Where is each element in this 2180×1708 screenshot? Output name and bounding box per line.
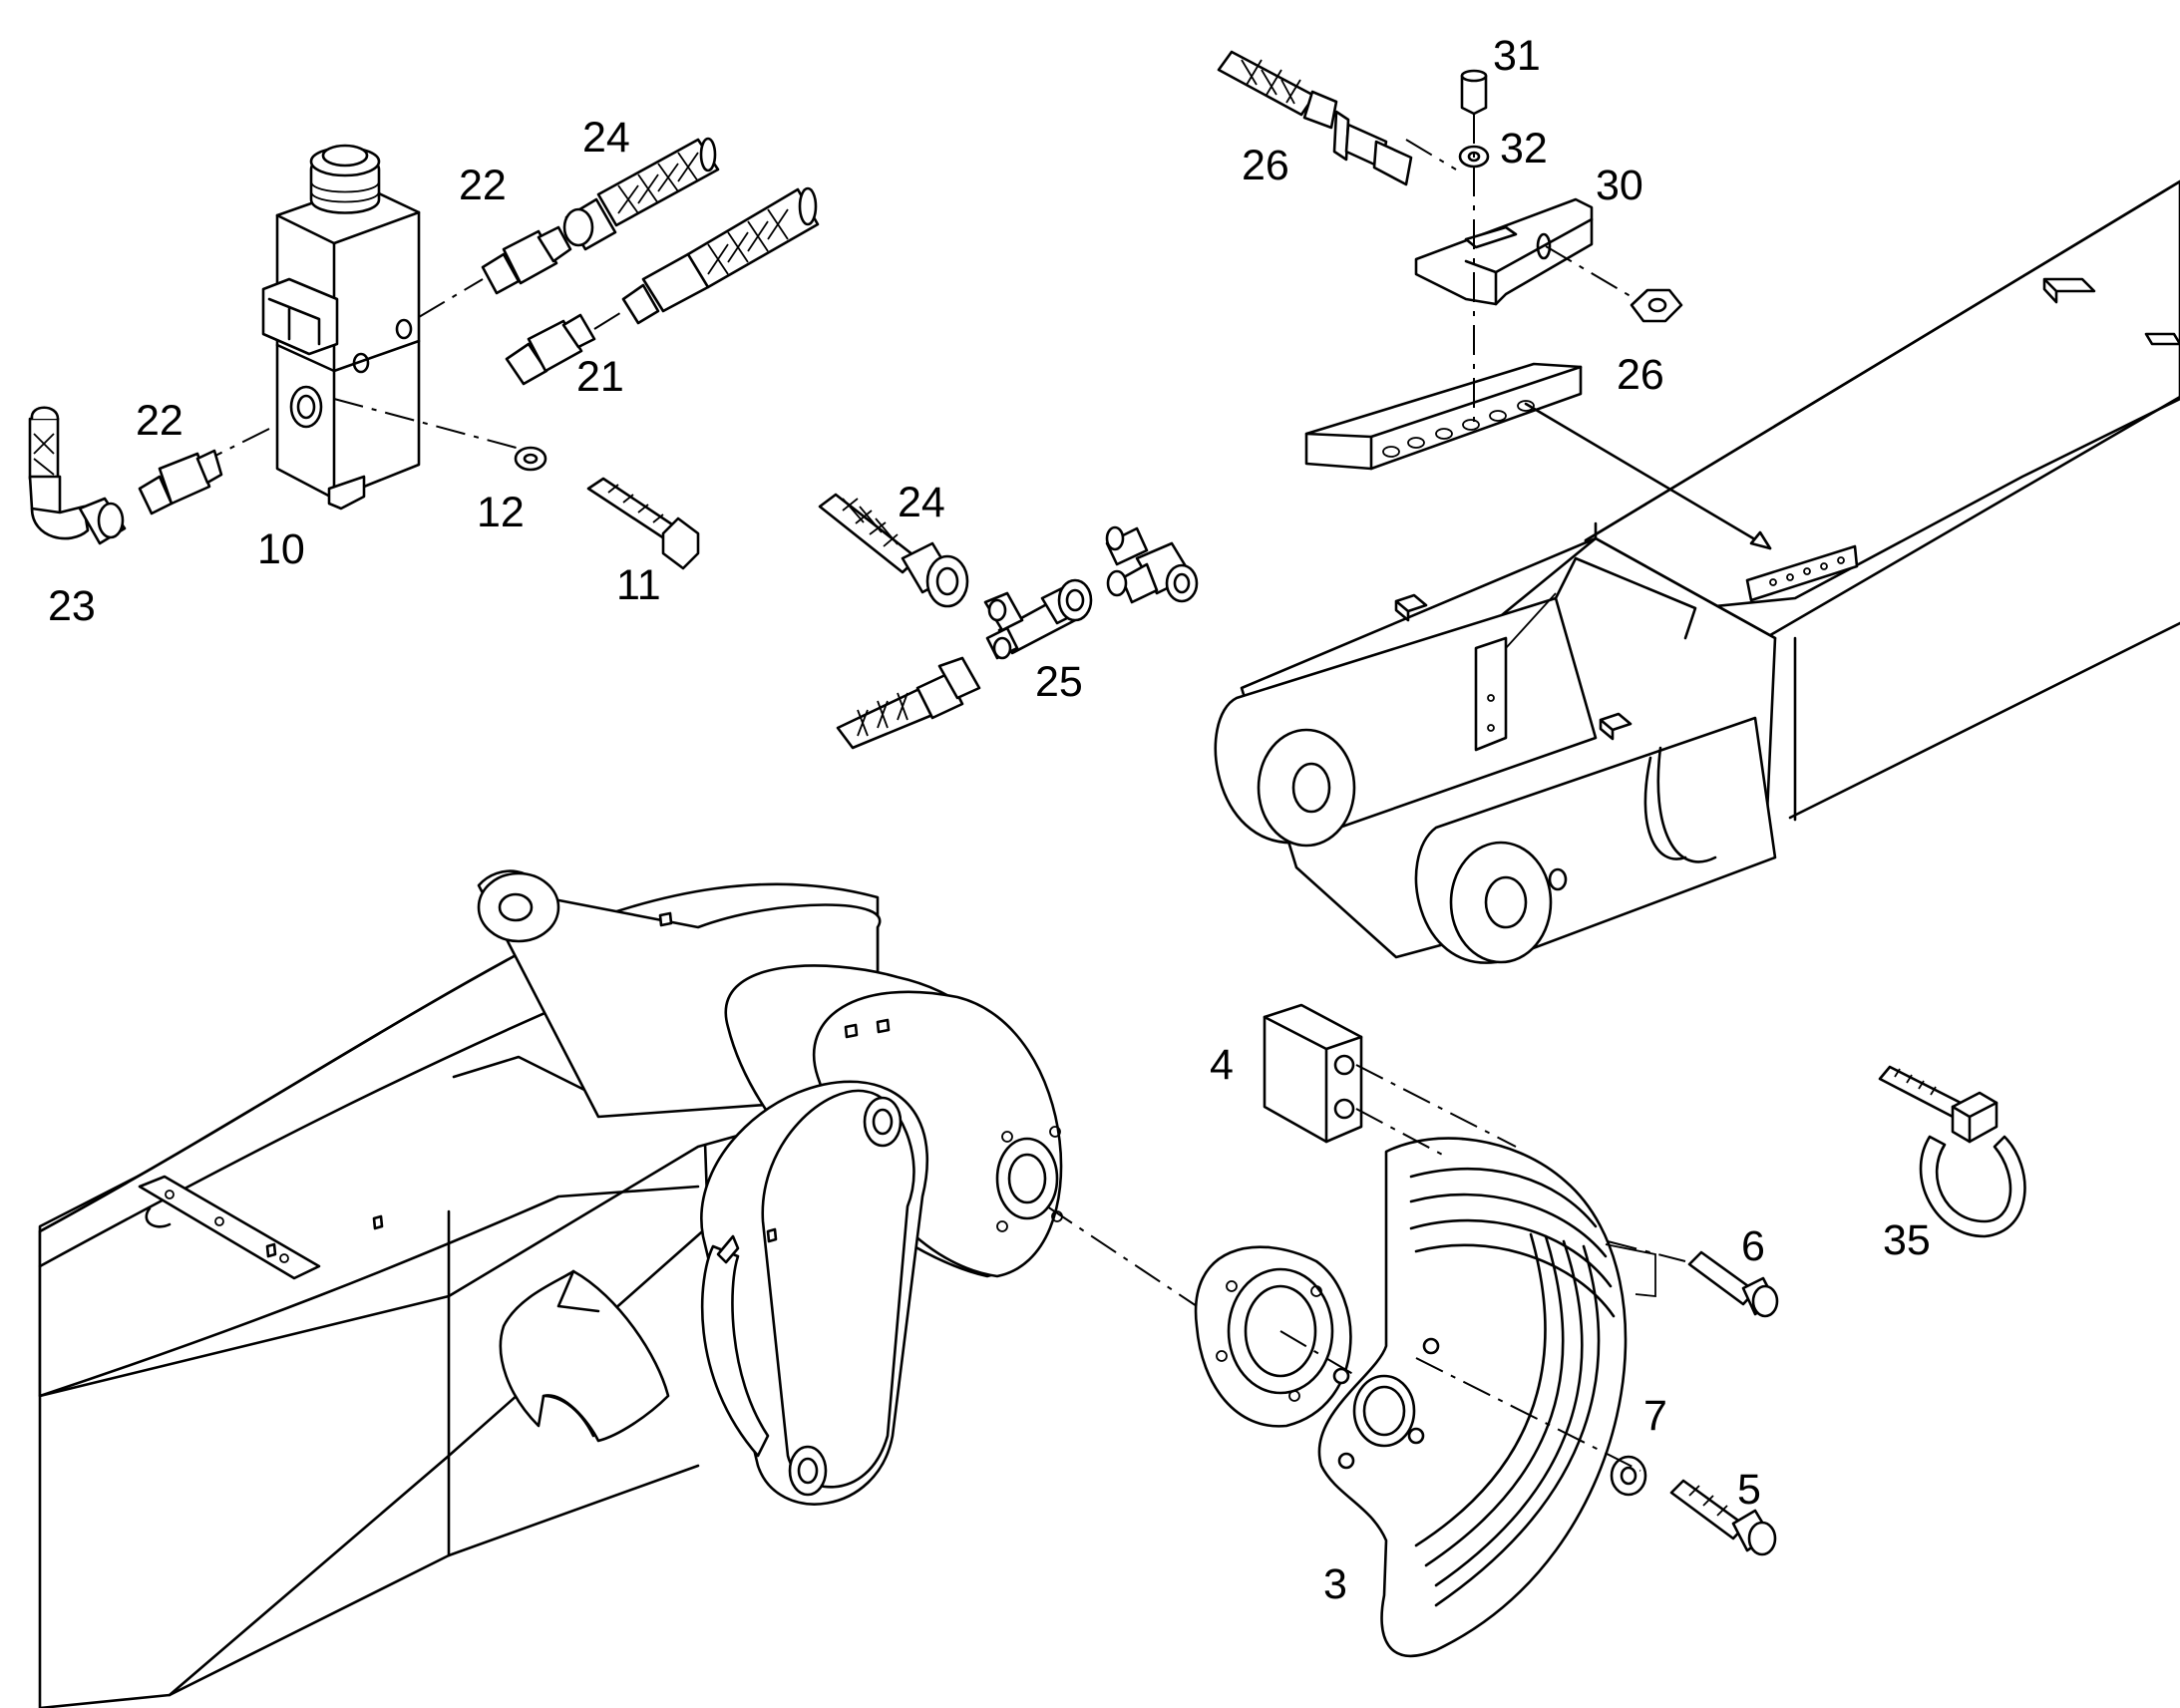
callout-11: 11 (616, 561, 661, 609)
cable-tie-35 (1878, 1065, 2026, 1238)
callout-22-lower: 22 (136, 397, 183, 445)
callout-24-center: 24 (898, 479, 945, 526)
pressure-switch-assembly (28, 137, 820, 570)
callout-4: 4 (1210, 1041, 1234, 1089)
callout-12: 12 (477, 489, 525, 536)
callout-21: 21 (576, 353, 624, 401)
callout-10: 10 (257, 525, 305, 573)
callout-labels: 31 32 30 26 26 24 24 22 22 21 23 10 12 1… (48, 32, 1931, 1608)
callout-35: 35 (1883, 1216, 1931, 1264)
callout-3: 3 (1323, 1560, 1347, 1608)
tee-fittings-25 (818, 493, 1199, 750)
terminal-strip-assembly (1304, 69, 1772, 550)
callout-31: 31 (1493, 32, 1541, 80)
callout-5: 5 (1737, 1466, 1761, 1514)
callout-23: 23 (48, 582, 96, 630)
callout-30: 30 (1596, 162, 1643, 209)
callout-6: 6 (1741, 1222, 1765, 1270)
sensor-cable-26 (1217, 50, 1413, 186)
sensor-plate-assembly (1046, 1003, 1779, 1657)
callout-32: 32 (1500, 125, 1548, 172)
boom-arm (1214, 179, 2180, 964)
callout-24-upper: 24 (582, 114, 630, 162)
callout-26-top: 26 (1242, 142, 1289, 189)
callout-22-upper: 22 (459, 162, 507, 209)
callout-25: 25 (1035, 658, 1083, 706)
main-boom (38, 869, 1063, 1708)
callout-7: 7 (1643, 1392, 1667, 1440)
callout-26-nut: 26 (1617, 351, 1664, 399)
